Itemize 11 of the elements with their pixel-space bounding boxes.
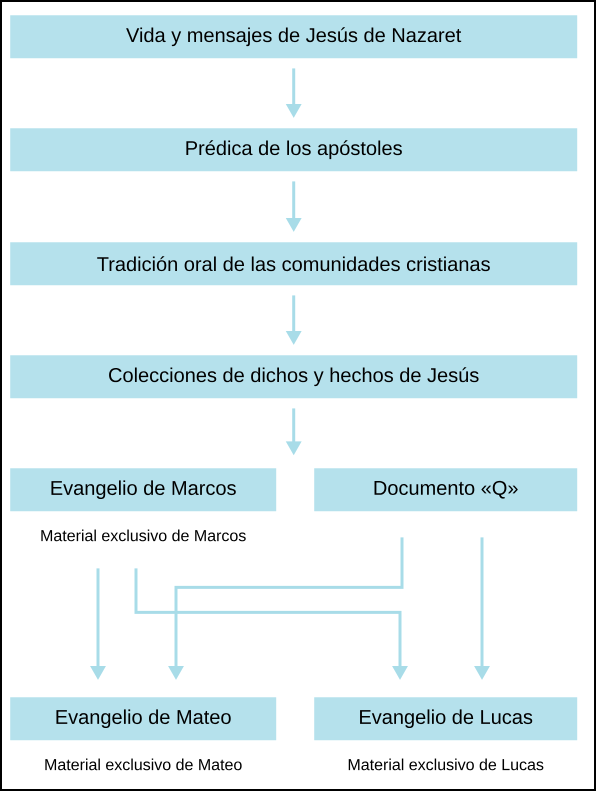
side-note: Material exclusivo de Mateo [45,758,242,770]
process-box: Colecciones de dichos y hechos de Jesús [10,355,578,398]
side-note: Material exclusivo de Lucas [348,758,544,770]
process-box: Evangelio de Mateo [10,697,276,740]
process-box: Documento «Q» [314,468,578,512]
process-box: Evangelio de Marcos [10,468,276,512]
process-box: Prédica de los apóstoles [10,128,578,172]
process-box: Evangelio de Lucas [314,697,578,740]
process-box: Tradición oral de las comunidades cristianas [10,242,578,286]
side-note: Material exclusivo de Marcos [41,530,246,542]
process-box: Vida y mensajes de Jesús de Nazaret [10,15,578,58]
